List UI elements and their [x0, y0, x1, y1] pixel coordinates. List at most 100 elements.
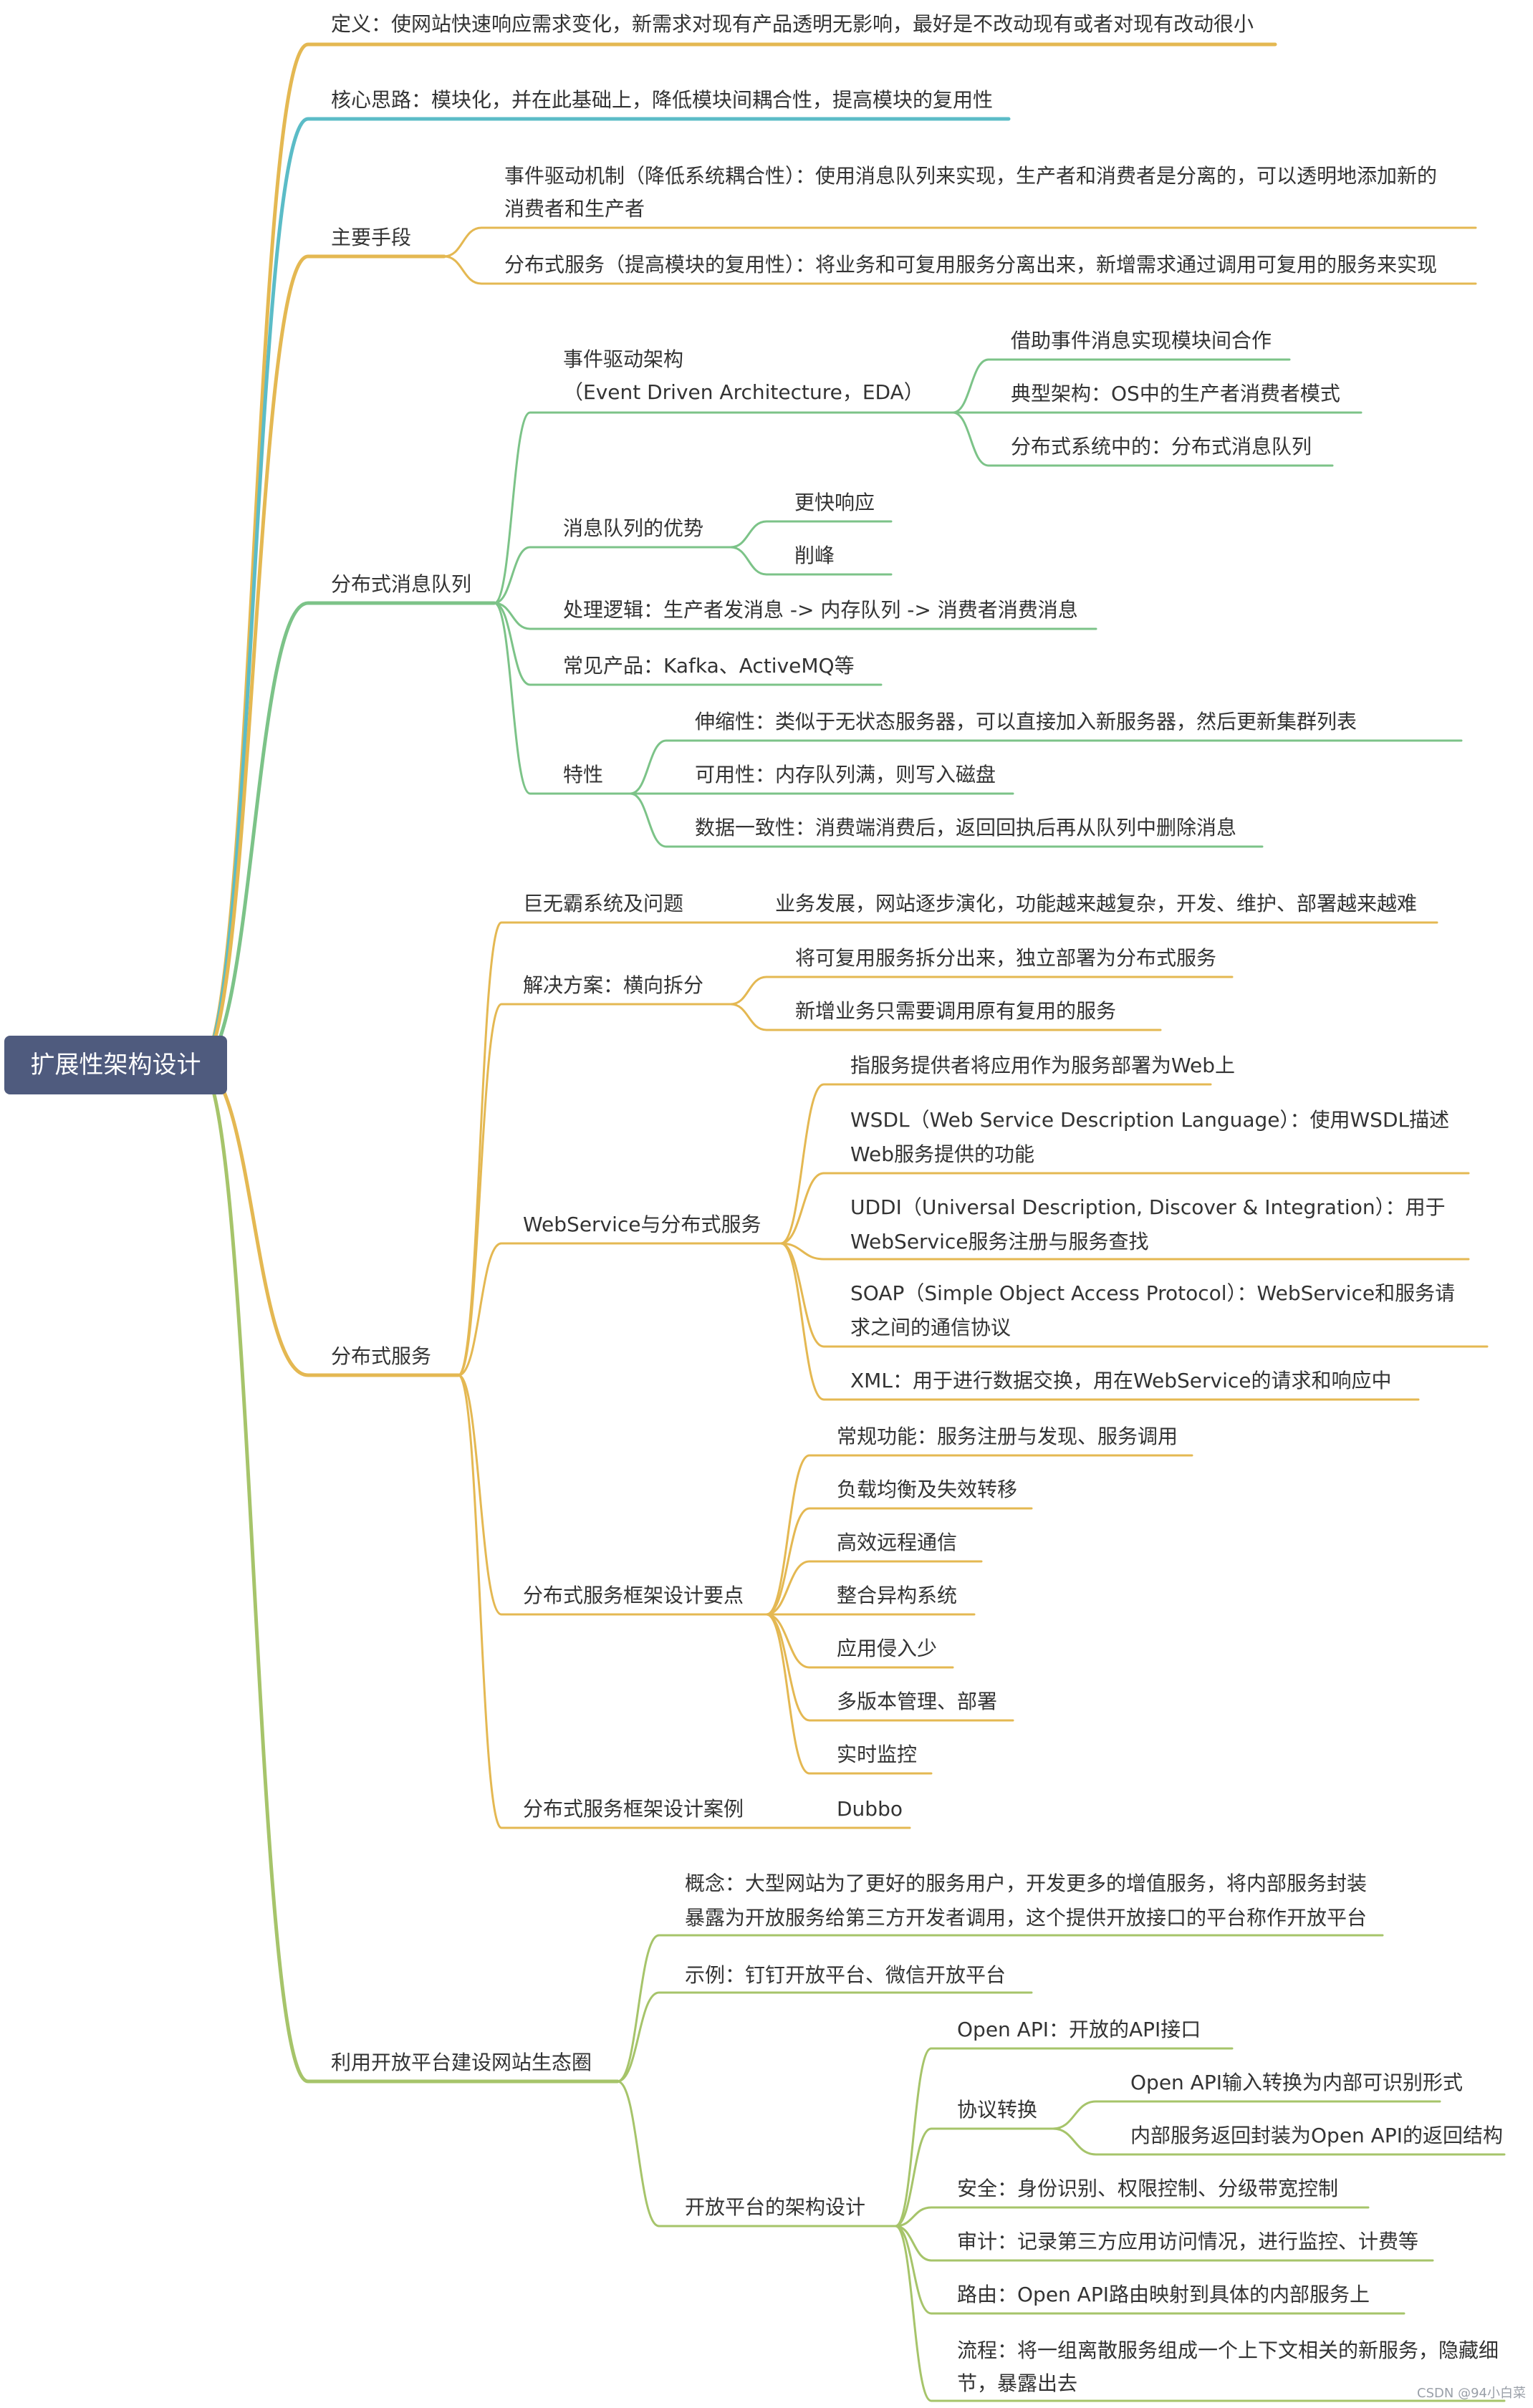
node-examples[interactable]: 示例：钉钉开放平台、微信开放平台 — [685, 1963, 1006, 1987]
link-fw-c5 — [765, 1613, 954, 1669]
node-ws-wsdl[interactable]: WSDL（Web Service Description Language）：使… — [850, 1108, 1450, 1132]
link-protocol-c2 — [1052, 2127, 1506, 2156]
node-monolith-desc[interactable]: 业务发展，网站逐步演化，功能越来越复杂，开发、维护、部署越来越难 — [775, 892, 1418, 915]
node-fw-c7[interactable]: 实时监控 — [837, 1743, 918, 1766]
link-peak — [729, 546, 893, 576]
link-framework — [457, 1374, 768, 1616]
node-eda-c2[interactable]: 典型架构：OS中的生产者消费者模式 — [1011, 382, 1340, 405]
link-platform-arch — [616, 2080, 897, 2228]
node-protocol-conversion[interactable]: 协议转换 — [957, 2098, 1038, 2122]
node-processing-logic[interactable]: 处理逻辑：生产者发消息 -> 内存队列 -> 消费者消费消息 — [563, 598, 1078, 622]
node-ws-soap-cont: 求之间的通信协议 — [850, 1316, 1011, 1339]
link-webservice — [457, 1242, 782, 1377]
node-framework-case[interactable]: 分布式服务框架设计案例 — [523, 1797, 744, 1821]
link-mq-advantages — [493, 546, 732, 605]
link-split — [457, 1003, 732, 1377]
node-open-platform[interactable]: 利用开放平台建设网站生态圈 — [331, 2051, 592, 2074]
link-fw-c3 — [765, 1560, 983, 1616]
node-fw-c1[interactable]: 常规功能：服务注册与发现、服务调用 — [837, 1425, 1178, 1448]
branch-open-platform — [197, 1063, 620, 2084]
node-mq-advantages[interactable]: 消息队列的优势 — [563, 516, 704, 540]
node-split-c1[interactable]: 将可复用服务拆分出来，独立部署为分布式服务 — [795, 946, 1217, 970]
node-core-idea[interactable]: 核心思路：模块化，并在此基础上，降低模块间耦合性，提高模块的复用性 — [331, 88, 994, 112]
node-process[interactable]: 流程：将一组离散服务组成一个上下文相关的新服务，隐藏细 — [957, 2339, 1499, 2362]
node-fw-c5[interactable]: 应用侵入少 — [837, 1637, 938, 1660]
link-protocol — [894, 2127, 1054, 2228]
node-fw-c6[interactable]: 多版本管理、部署 — [837, 1690, 998, 1713]
node-faster-response[interactable]: 更快响应 — [794, 491, 875, 514]
link-ws-soap — [779, 1242, 1489, 1348]
link-concept — [616, 1934, 1384, 2083]
node-webservice[interactable]: WebService与分布式服务 — [523, 1213, 761, 1236]
link-ws-uddi — [779, 1242, 1470, 1261]
node-peak-shaving[interactable]: 削峰 — [794, 544, 835, 567]
link-fw-c1 — [765, 1454, 1193, 1616]
watermark: CSDN @94小白菜 — [1417, 2386, 1526, 2401]
link-distributed-service — [443, 255, 1477, 285]
link-event-driven — [443, 226, 1477, 258]
link-products — [493, 602, 883, 686]
node-security[interactable]: 安全：身份识别、权限控制、分级带宽控制 — [957, 2177, 1339, 2200]
node-process-cont: 节，暴露出去 — [957, 2371, 1078, 2395]
link-security — [894, 2206, 1370, 2228]
node-protocol-c1[interactable]: Open API输入转换为内部可识别形式 — [1130, 2071, 1463, 2094]
node-ws-soap[interactable]: SOAP（Simple Object Access Protocol）：WebS… — [850, 1281, 1456, 1305]
node-ws-c1[interactable]: 指服务提供者将应用作为服务部署为Web上 — [850, 1054, 1236, 1077]
link-faster — [729, 520, 893, 549]
link-ws-c1 — [779, 1083, 1212, 1245]
node-scalability[interactable]: 伸缩性：类似于无状态服务器，可以直接加入新服务器，然后更新集群列表 — [695, 710, 1357, 733]
node-main-means[interactable]: 主要手段 — [331, 226, 412, 249]
node-platform-arch[interactable]: 开放平台的架构设计 — [685, 2195, 866, 2219]
node-event-driven-mechanism[interactable]: 事件驱动机制（降低系统耦合性）：使用消息队列来实现，生产者和消费者是分离的，可以… — [504, 164, 1438, 188]
link-framework-case — [457, 1374, 911, 1829]
link-ws-wsdl — [779, 1172, 1470, 1245]
link-fw-c6 — [765, 1613, 1014, 1722]
node-consistency[interactable]: 数据一致性：消费端消费后，返回回执后再从队列中删除消息 — [695, 816, 1237, 839]
link-eda — [493, 411, 954, 605]
node-open-api[interactable]: Open API：开放的API接口 — [957, 2018, 1201, 2041]
node-routing[interactable]: 路由：Open API路由映射到具体的内部服务上 — [957, 2283, 1370, 2306]
node-horizontal-split[interactable]: 解决方案：横向拆分 — [523, 973, 704, 997]
node-event-driven-mechanism-cont: 消费者和生产者 — [504, 197, 645, 221]
node-concept[interactable]: 概念：大型网站为了更好的服务用户，开发更多的增值服务，将内部服务封装 — [685, 1872, 1368, 1895]
link-scalability — [629, 739, 1463, 795]
node-distributed-service-means[interactable]: 分布式服务（提高模块的复用性）：将业务和可复用服务分离出来，新增需求通过调用可复… — [504, 253, 1438, 276]
root-node[interactable]: 扩展性架构设计 — [4, 1036, 227, 1094]
node-fw-c4[interactable]: 整合异构系统 — [837, 1584, 958, 1607]
node-fw-c2[interactable]: 负载均衡及失效转移 — [837, 1478, 1018, 1501]
link-consistency — [629, 792, 1264, 848]
link-routing — [894, 2225, 1405, 2315]
node-eda-full: （Event Driven Architecture，EDA） — [563, 380, 924, 404]
node-eda-c1[interactable]: 借助事件消息实现模块间合作 — [1011, 329, 1272, 352]
node-audit[interactable]: 审计：记录第三方应用访问情况，进行监控、计费等 — [957, 2230, 1419, 2253]
node-protocol-c2[interactable]: 内部服务返回封装为Open API的返回结构 — [1130, 2124, 1503, 2147]
node-availability[interactable]: 可用性：内存队列满，则写入磁盘 — [695, 763, 996, 786]
link-split-c2 — [729, 1003, 1162, 1031]
node-dubbo[interactable]: Dubbo — [837, 1797, 903, 1821]
node-split-c2[interactable]: 新增业务只需要调用原有复用的服务 — [795, 999, 1117, 1023]
node-features[interactable]: 特性 — [563, 763, 604, 786]
link-protocol-c1 — [1052, 2100, 1441, 2130]
link-logic — [493, 602, 1097, 630]
node-distributed-mq[interactable]: 分布式消息队列 — [331, 572, 472, 596]
link-ws-xml — [779, 1242, 1420, 1401]
node-framework-points[interactable]: 分布式服务框架设计要点 — [523, 1584, 744, 1607]
node-common-products[interactable]: 常见产品：Kafka、ActiveMQ等 — [563, 654, 855, 678]
node-ws-xml[interactable]: XML：用于进行数据交换，用在WebService的请求和响应中 — [850, 1369, 1392, 1392]
node-eda-c3[interactable]: 分布式系统中的：分布式消息队列 — [1011, 435, 1312, 458]
node-ws-uddi[interactable]: UDDI（Universal Description, Discover & I… — [850, 1195, 1446, 1219]
link-examples — [616, 1991, 1033, 2083]
node-definition[interactable]: 定义：使网站快速响应需求变化，新需求对现有产品透明无影响，最好是不改动现有或者对… — [331, 12, 1254, 36]
node-fw-c3[interactable]: 高效远程通信 — [837, 1531, 958, 1554]
node-monolith-problem[interactable]: 巨无霸系统及问题 — [523, 892, 684, 915]
node-eda[interactable]: 事件驱动架构 — [563, 347, 684, 371]
node-distributed-services[interactable]: 分布式服务 — [331, 1344, 432, 1368]
link-split-c1 — [729, 976, 1234, 1006]
link-fw-c2 — [765, 1507, 1033, 1616]
link-features — [493, 602, 632, 795]
link-process — [894, 2225, 1506, 2402]
link-eda-c3 — [951, 411, 1334, 467]
link-fw-c7 — [765, 1613, 933, 1775]
